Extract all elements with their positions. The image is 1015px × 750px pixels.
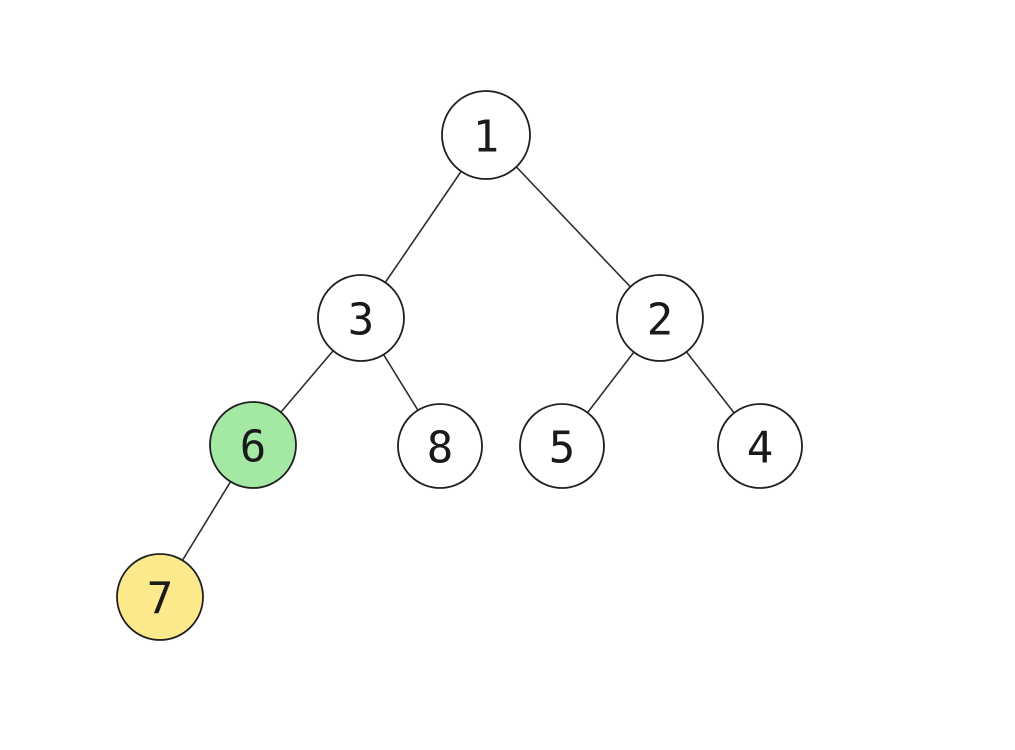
tree-node-circle-2 bbox=[616, 274, 704, 362]
tree-node-4: 4 bbox=[717, 403, 803, 489]
tree-node-label-8: 8 bbox=[427, 423, 454, 474]
tree-node-1: 1 bbox=[441, 90, 531, 180]
tree-node-label-2: 2 bbox=[647, 295, 674, 346]
tree-node-circle-8 bbox=[397, 403, 483, 489]
tree-node-label-3: 3 bbox=[348, 295, 375, 346]
tree-node-circle-5 bbox=[519, 403, 605, 489]
tree-node-circle-7 bbox=[116, 553, 204, 641]
tree-node-5: 5 bbox=[519, 403, 605, 489]
tree-node-6: 6 bbox=[209, 401, 297, 489]
tree-node-8: 8 bbox=[397, 403, 483, 489]
tree-node-label-4: 4 bbox=[747, 423, 774, 474]
tree-node-circle-4 bbox=[717, 403, 803, 489]
tree-node-label-5: 5 bbox=[549, 423, 576, 474]
tree-node-label-7: 7 bbox=[147, 574, 174, 625]
tree-node-label-1: 1 bbox=[473, 112, 500, 163]
tree-node-2: 2 bbox=[616, 274, 704, 362]
tree-node-3: 3 bbox=[317, 274, 405, 362]
tree-node-label-6: 6 bbox=[240, 422, 267, 473]
tree-node-7: 7 bbox=[116, 553, 204, 641]
tree-node-circle-1 bbox=[441, 90, 531, 180]
tree-node-circle-6 bbox=[209, 401, 297, 489]
tree-node-circle-3 bbox=[317, 274, 405, 362]
